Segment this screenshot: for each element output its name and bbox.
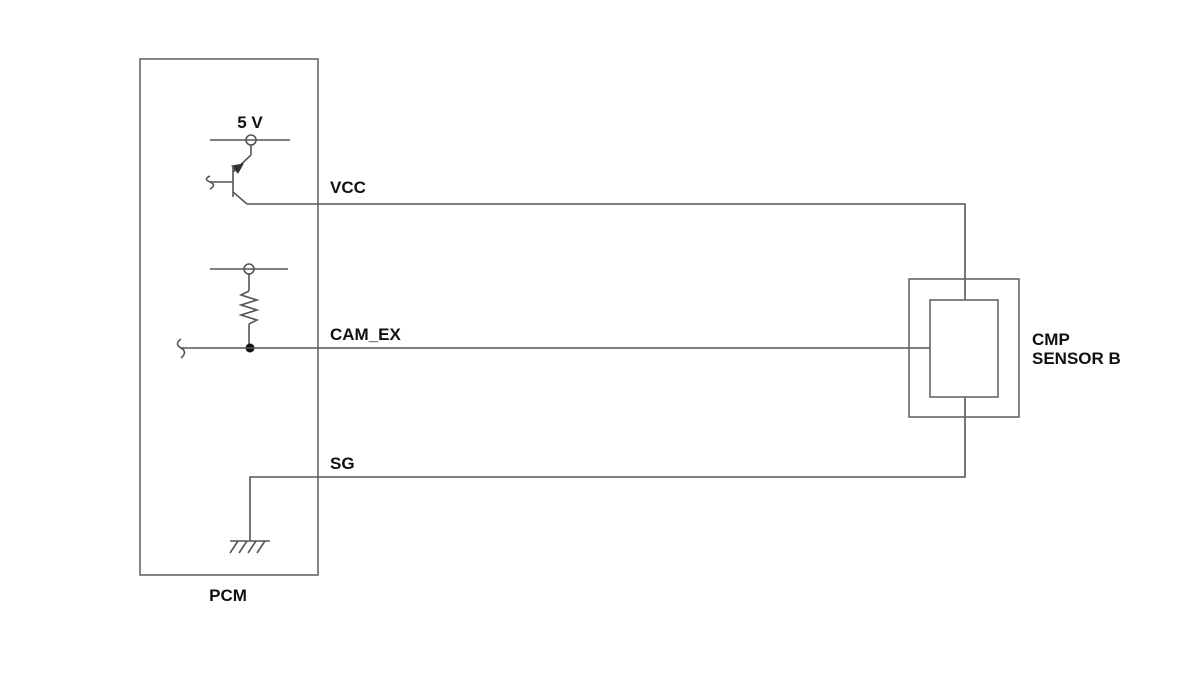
cam-ex-label: CAM_EX — [330, 325, 402, 344]
sg-label: SG — [330, 454, 355, 473]
transistor-icon — [205, 134, 290, 205]
pcm-box — [139, 58, 319, 576]
ground-icon — [229, 540, 270, 554]
vcc-wire — [247, 203, 966, 300]
resistor-icon — [210, 263, 288, 353]
sensor-label-line2: SENSOR B — [1032, 349, 1121, 368]
sensor-outer-box — [908, 278, 1020, 418]
vcc-label: VCC — [330, 178, 366, 197]
cmp-sensor — [908, 278, 1020, 418]
sensor-inner-box — [929, 299, 999, 398]
supply-voltage-label: 5 V — [237, 113, 263, 132]
sensor-label-line1: CMP — [1032, 330, 1070, 349]
sg-wire — [249, 397, 966, 541]
pcm-label: PCM — [209, 586, 247, 605]
